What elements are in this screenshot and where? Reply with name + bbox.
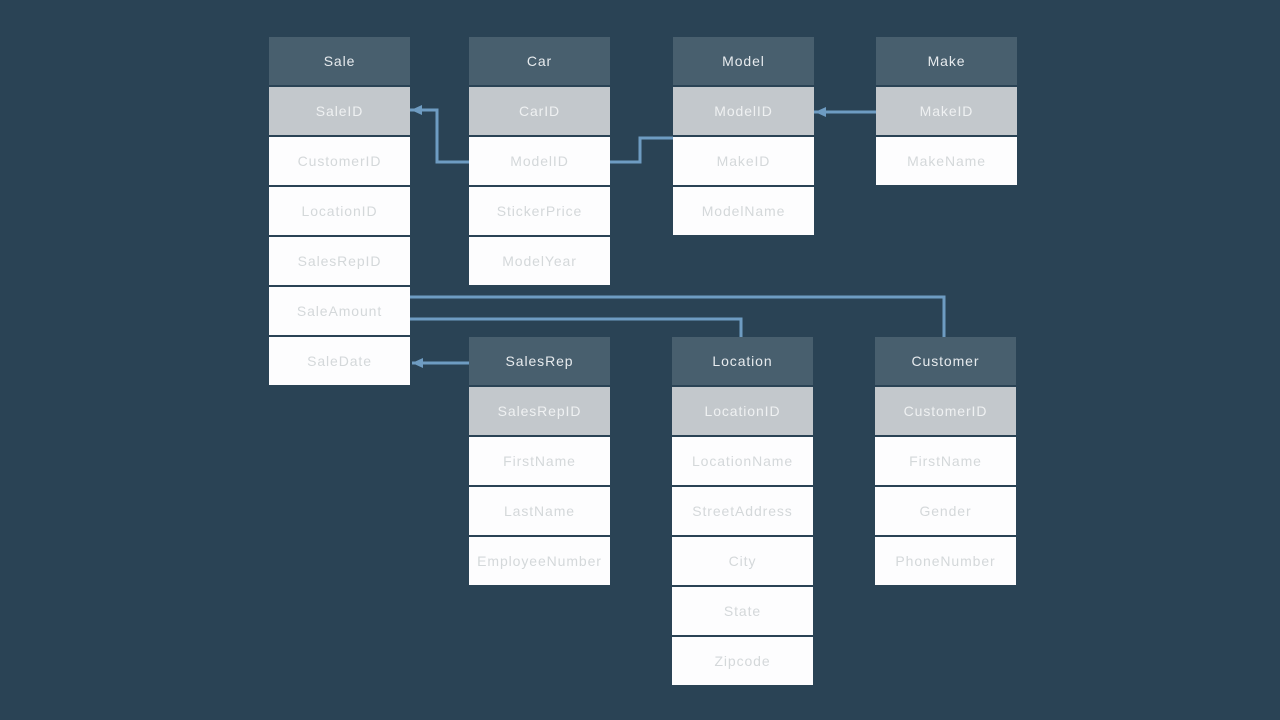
connector-sale-to-location	[410, 317, 743, 345]
field-row-customerid: CustomerID	[269, 137, 410, 185]
field-row-lastname: LastName	[469, 487, 610, 535]
table-header-model: Model	[673, 37, 814, 85]
connector-car-modelid-to-model	[610, 136, 673, 164]
field-row-state: State	[672, 587, 813, 635]
field-row-gender: Gender	[875, 487, 1016, 535]
field-row-city: City	[672, 537, 813, 585]
key-row-customerid: CustomerID	[875, 387, 1016, 435]
field-row-zipcode: Zipcode	[672, 637, 813, 685]
field-row-locationname: LocationName	[672, 437, 813, 485]
arrowhead-icon	[412, 358, 423, 368]
connector-sale-saleid-to-car-modelid	[410, 108, 469, 164]
field-row-firstname: FirstName	[875, 437, 1016, 485]
key-row-saleid: SaleID	[269, 87, 410, 135]
field-row-streetaddress: StreetAddress	[672, 487, 813, 535]
table-header-sale: Sale	[269, 37, 410, 85]
field-row-modelid: ModelID	[469, 137, 610, 185]
field-row-modelyear: ModelYear	[469, 237, 610, 285]
table-header-make: Make	[876, 37, 1017, 85]
field-row-stickerprice: StickerPrice	[469, 187, 610, 235]
table-header-location: Location	[672, 337, 813, 385]
field-row-saleamount: SaleAmount	[269, 287, 410, 335]
key-row-modelid: ModelID	[673, 87, 814, 135]
field-row-firstname: FirstName	[469, 437, 610, 485]
table-header-salesrep: SalesRep	[469, 337, 610, 385]
key-row-makeid: MakeID	[876, 87, 1017, 135]
arrowhead-icon	[815, 107, 826, 117]
connector-sale-to-customer	[410, 295, 946, 345]
field-row-saledate: SaleDate	[269, 337, 410, 385]
key-row-salesrepid: SalesRepID	[469, 387, 610, 435]
field-row-makename: MakeName	[876, 137, 1017, 185]
table-header-car: Car	[469, 37, 610, 85]
arrowhead-icon	[411, 105, 422, 115]
key-row-carid: CarID	[469, 87, 610, 135]
field-row-makeid: MakeID	[673, 137, 814, 185]
field-row-phonenumber: PhoneNumber	[875, 537, 1016, 585]
field-row-locationid: LocationID	[269, 187, 410, 235]
field-row-salesrepid: SalesRepID	[269, 237, 410, 285]
table-header-customer: Customer	[875, 337, 1016, 385]
key-row-locationid: LocationID	[672, 387, 813, 435]
field-row-modelname: ModelName	[673, 187, 814, 235]
field-row-employeenumber: EmployeeNumber	[469, 537, 610, 585]
